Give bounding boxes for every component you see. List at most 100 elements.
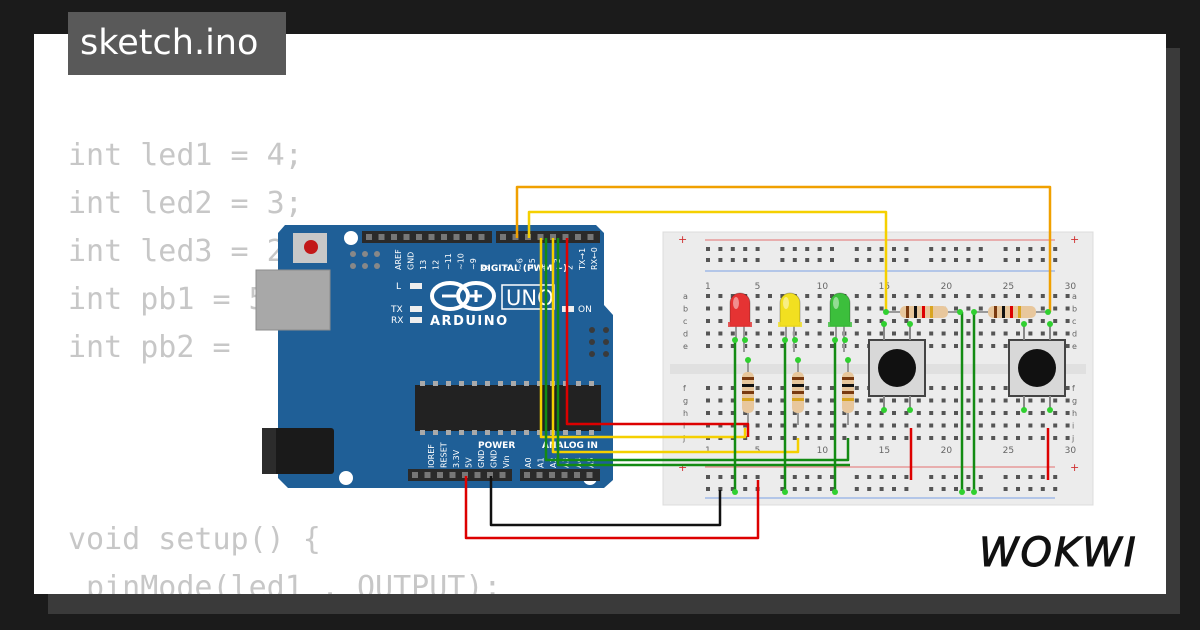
pushbutton-1[interactable] bbox=[868, 324, 926, 410]
power-pin-label: 5V bbox=[465, 457, 474, 468]
svg-text:+: + bbox=[1070, 461, 1079, 474]
breadboard-row-letter: b bbox=[683, 305, 688, 314]
resistor[interactable] bbox=[742, 360, 754, 425]
code-line: int pb2 = bbox=[68, 330, 249, 365]
led-yellow[interactable] bbox=[778, 292, 802, 352]
power-pin-label: Vin bbox=[502, 455, 511, 468]
breadboard-row-letter: i bbox=[683, 422, 685, 431]
breadboard-column-number: 25 bbox=[1003, 282, 1014, 292]
code-line: int led2 = 3; bbox=[68, 186, 303, 221]
breadboard-row-letter: f bbox=[1072, 384, 1075, 393]
analog-pin-label: A5 bbox=[587, 457, 596, 468]
breadboard-column-number: 25 bbox=[1003, 446, 1014, 456]
svg-text:RX: RX bbox=[391, 316, 403, 326]
breadboard-row-letter: i bbox=[1072, 422, 1074, 431]
power-pin-label: IOREF bbox=[427, 444, 436, 468]
header-pin-label: 7 bbox=[503, 265, 512, 270]
breadboard-row-letter: a bbox=[683, 292, 688, 301]
svg-text:+: + bbox=[678, 233, 687, 246]
header-pin-label: ~9 bbox=[469, 258, 478, 270]
header-pin-label: TX→1 bbox=[578, 248, 587, 271]
header-pin-label: 12 bbox=[432, 260, 441, 270]
code-line: int led1 = 4; bbox=[68, 138, 303, 173]
breadboard-row-letter: e bbox=[683, 342, 688, 351]
wire-pin4-led1[interactable] bbox=[539, 238, 747, 439]
wire-pin2-led3[interactable] bbox=[544, 238, 850, 462]
pushbutton-2[interactable] bbox=[1008, 324, 1066, 410]
breadboard-column-number: 10 bbox=[817, 446, 829, 456]
breadboard-row-letter: j bbox=[1071, 434, 1074, 443]
resistor[interactable] bbox=[888, 306, 960, 318]
resistor[interactable] bbox=[976, 306, 1048, 318]
analog-pin-label: A0 bbox=[524, 457, 533, 468]
breadboard-row-letter: b bbox=[1072, 305, 1077, 314]
breadboard-row-letter: h bbox=[1072, 409, 1077, 418]
analog-pin-label: A3 bbox=[562, 457, 571, 468]
breadboard-row-letter: g bbox=[683, 397, 688, 406]
breadboard-row-letter: g bbox=[1072, 397, 1077, 406]
breadboard-row-letter: a bbox=[1072, 292, 1077, 301]
header-pin-label: 2 bbox=[566, 265, 575, 270]
header-pin-label: RX←0 bbox=[590, 247, 599, 270]
wire-5v[interactable] bbox=[464, 476, 760, 540]
arduino-uno[interactable]: UNO ARDUINO DIGITAL (PWM ~) ANALOG IN PO… bbox=[255, 225, 613, 488]
svg-text:DIGITAL (PWM ~): DIGITAL (PWM ~) bbox=[480, 264, 567, 274]
led-red[interactable] bbox=[728, 292, 752, 352]
breadboard-row-letter: h bbox=[683, 409, 688, 418]
arduino-logo bbox=[430, 281, 496, 311]
svg-text:+: + bbox=[1070, 233, 1079, 246]
brand-name: WOKWI bbox=[979, 530, 1138, 576]
header-pin-label: ~10 bbox=[457, 253, 466, 270]
wire-pin6-pb2[interactable] bbox=[515, 185, 1052, 312]
breadboard-column-number: 15 bbox=[879, 446, 890, 456]
wire-pin3-led2[interactable] bbox=[551, 238, 800, 454]
breadboard-row-letter: d bbox=[1072, 330, 1077, 339]
power-pin-label: 3.3V bbox=[452, 449, 461, 468]
header-pin-label: AREF bbox=[394, 249, 403, 270]
svg-text:TX: TX bbox=[390, 305, 403, 315]
header-pin-label: 8 bbox=[482, 265, 491, 270]
code-line: pinMode(led1 , OUTPUT); bbox=[68, 570, 502, 594]
resistor[interactable] bbox=[792, 360, 804, 425]
power-pin-label: GND bbox=[490, 450, 499, 468]
breadboard-row-letter: c bbox=[683, 317, 687, 326]
breadboard-column-number: 15 bbox=[879, 282, 890, 292]
breadboard-row-letter: e bbox=[1072, 342, 1077, 351]
wire-red-top[interactable] bbox=[565, 238, 750, 437]
breadboard-row-letter: j bbox=[682, 434, 685, 443]
breadboard-column-number: 30 bbox=[1065, 446, 1077, 456]
breadboard-column-number: 30 bbox=[1065, 282, 1077, 292]
svg-text:+: + bbox=[678, 461, 687, 474]
wire-a-green[interactable] bbox=[556, 238, 850, 467]
svg-text:POWER: POWER bbox=[478, 441, 515, 451]
analog-pin-label: A2 bbox=[549, 457, 558, 468]
header-pin-label: ~6 bbox=[516, 258, 525, 270]
header-pin-label: 13 bbox=[419, 260, 428, 270]
breadboard-column-number: 1 bbox=[705, 282, 711, 292]
svg-text:ON: ON bbox=[578, 305, 592, 315]
analog-pin-label: A1 bbox=[537, 457, 546, 468]
board-name: ARDUINO bbox=[430, 314, 509, 329]
breadboard-row-letter: c bbox=[1072, 317, 1076, 326]
resistor[interactable] bbox=[842, 360, 854, 425]
wire-pin5-pb1[interactable] bbox=[527, 210, 888, 312]
breadboard-column-number: 20 bbox=[941, 446, 953, 456]
analog-pin-label: A4 bbox=[574, 457, 583, 468]
breadboard-row-letter: f bbox=[683, 384, 686, 393]
breadboard-column-number: 5 bbox=[755, 282, 761, 292]
code-line: void setup() { bbox=[68, 522, 321, 557]
power-pin-label: GND bbox=[477, 450, 486, 468]
breadboard-column-number: 10 bbox=[817, 282, 829, 292]
svg-text:L: L bbox=[396, 282, 401, 292]
wire-gnd[interactable] bbox=[489, 476, 722, 527]
file-title: sketch.ino bbox=[68, 12, 286, 75]
svg-text:ANALOG IN: ANALOG IN bbox=[542, 441, 598, 451]
power-pin-label: RESET bbox=[440, 442, 449, 468]
header-pin-label: ~11 bbox=[444, 253, 453, 270]
breadboard-row-letter: d bbox=[683, 330, 688, 339]
breadboard-column-number: 20 bbox=[941, 282, 953, 292]
header-pin-label: ~5 bbox=[528, 258, 537, 270]
header-pin-label: GND bbox=[407, 252, 416, 270]
wokwi-logo: WOKWI bbox=[979, 530, 1138, 577]
